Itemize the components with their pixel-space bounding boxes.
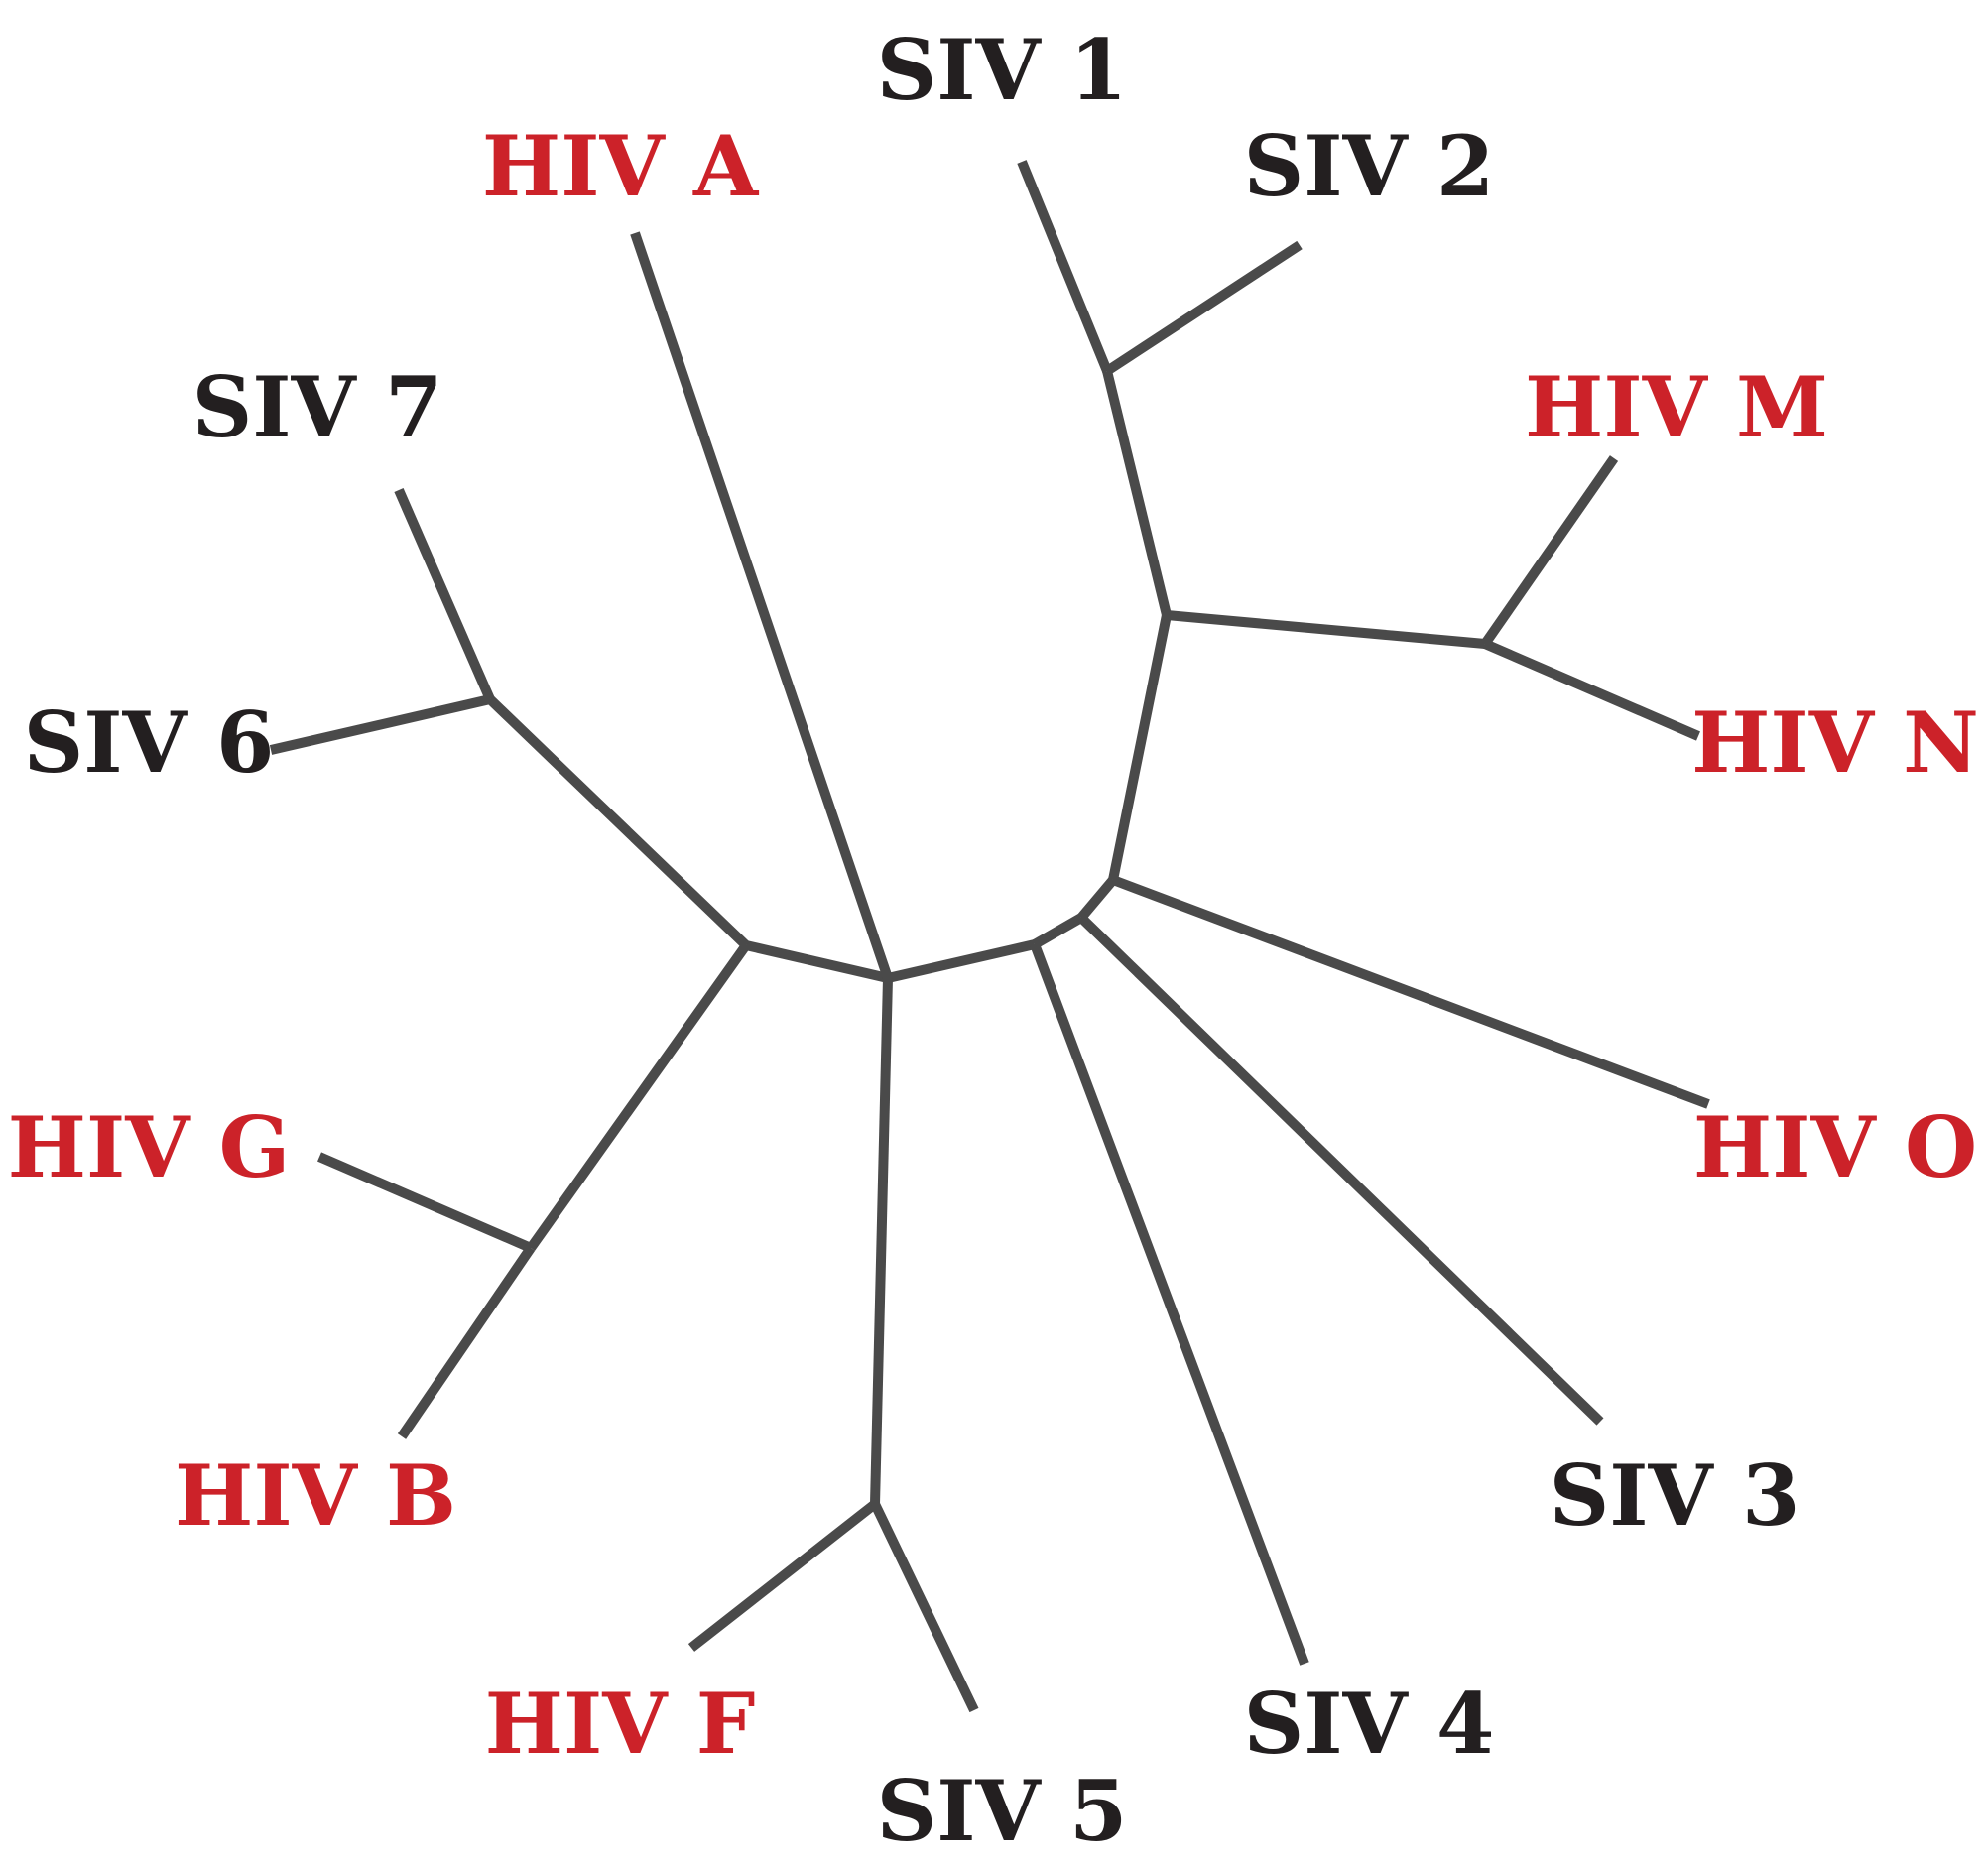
- leaf-label-hivf: HIV F: [485, 1675, 756, 1773]
- leaf-labels: SIV 1 SIV 2 HIV A SIV 7 HIV M SIV 6 HIV …: [8, 21, 1979, 1860]
- branch-upper-node-siv3: [1077, 914, 1604, 1426]
- branch-center-hivf-siv5-node: [870, 977, 893, 1505]
- branch-siv2: [1104, 240, 1303, 376]
- branch-hivf: [687, 1500, 879, 1652]
- leaf-label-hivb: HIV B: [175, 1446, 456, 1545]
- leaf-label-hiva: HIV A: [482, 117, 760, 215]
- branch-top-node-hivo: [1111, 875, 1710, 1109]
- branch-siv1: [1017, 160, 1112, 373]
- branch-siv5: [870, 1501, 979, 1713]
- leaf-label-siv6: SIV 6: [24, 693, 275, 792]
- branch-left-node-hivg-hivb-node: [526, 942, 751, 1251]
- leaf-label-hivo: HIV O: [1693, 1098, 1977, 1196]
- branch-hiv-mn-node-siv12-node: [1102, 369, 1172, 617]
- branch-hivn: [1483, 639, 1700, 741]
- leaf-label-siv5: SIV 5: [877, 1762, 1128, 1860]
- leaf-label-siv2: SIV 2: [1244, 117, 1495, 215]
- leaf-label-siv3: SIV 3: [1550, 1446, 1801, 1545]
- branch-hiv-mn-node-mn-split: [1166, 610, 1486, 649]
- branch-center-left: [744, 940, 890, 983]
- leaf-label-hivm: HIV M: [1525, 358, 1828, 456]
- branch-right-node-siv4: [1030, 942, 1309, 1666]
- branch-hivb: [397, 1245, 536, 1439]
- leaf-label-siv4: SIV 4: [1244, 1675, 1495, 1773]
- branch-center-right: [886, 939, 1037, 983]
- branch-top-node-hiv-mn-node: [1108, 614, 1172, 881]
- branch-left-node-siv6-siv7-node: [486, 695, 750, 949]
- leaf-label-hivg: HIV G: [8, 1098, 291, 1196]
- branch-siv6: [269, 694, 492, 755]
- branch-hivg: [317, 1152, 533, 1253]
- leaf-label-siv7: SIV 7: [192, 358, 443, 456]
- tree-branches: [269, 160, 1710, 1713]
- leaf-label-siv1: SIV 1: [877, 21, 1128, 119]
- branch-upper-node-top-node: [1077, 876, 1117, 922]
- branch-center-hiva: [630, 231, 893, 980]
- leaf-label-hivn: HIV N: [1691, 693, 1979, 792]
- branch-right-node-upper-node: [1032, 913, 1084, 949]
- branch-siv7: [394, 488, 495, 701]
- branch-hivm: [1480, 455, 1619, 647]
